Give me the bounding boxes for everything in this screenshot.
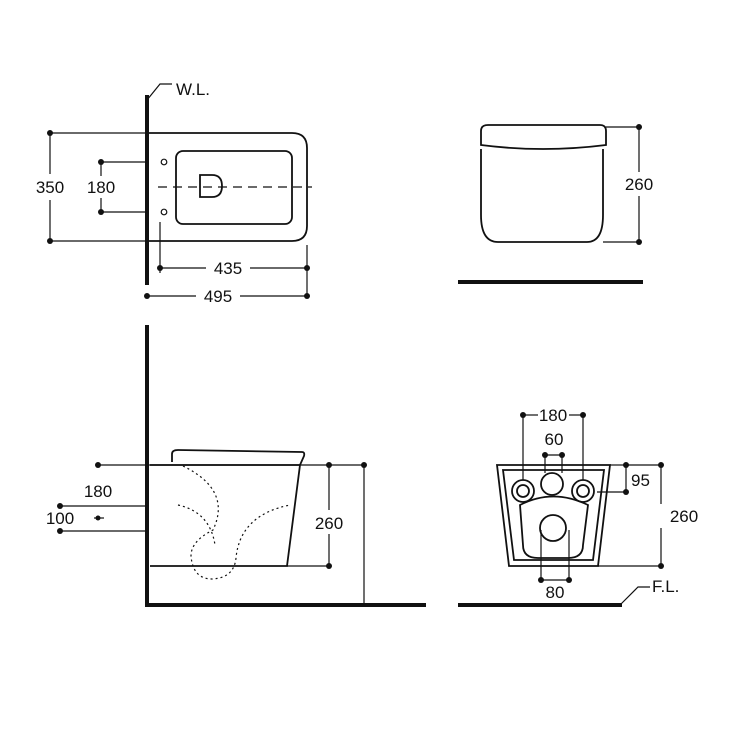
- dim-side-height-dot-top: [326, 462, 332, 468]
- rear-fixing-right-inner: [576, 484, 590, 498]
- wall-line-label: W.L.: [176, 80, 210, 99]
- dim-rear-inlet-spacing: 60: [545, 430, 564, 449]
- floor-line-label: F.L.: [652, 577, 679, 596]
- dim-180-dot-bottom: [98, 209, 104, 215]
- dim-rear-outlet-dot-right: [566, 577, 572, 583]
- dim-495-dot-right: [304, 293, 310, 299]
- seat-lid-side: [171, 449, 306, 466]
- toilet-outline-top: [147, 132, 308, 242]
- dim-350-dot-bottom: [47, 238, 53, 244]
- trapway-hidden-line-outer: [182, 465, 291, 580]
- seat-lid-front: [480, 124, 607, 150]
- dim-rear-outlet-spacing: 80: [546, 583, 565, 602]
- rear-outline-inner: [501, 469, 606, 561]
- dim-rear-fixing-dot-left: [520, 412, 526, 418]
- dim-435-dot-left: [157, 265, 163, 271]
- dim-overall-width: 350: [36, 178, 64, 197]
- side-view: 180 100 260: [46, 325, 426, 607]
- dim-495-dot-left: [144, 293, 150, 299]
- rear-inlet-outer: [540, 472, 564, 496]
- dim-front-height: 260: [625, 175, 653, 194]
- dim-side-total-dot: [361, 462, 367, 468]
- bowl-body-front: [480, 149, 604, 243]
- dim-bowl-length: 435: [214, 259, 242, 278]
- rear-fixing-right-outer: [571, 479, 595, 503]
- front-view: 260: [458, 124, 653, 284]
- dim-fixing-spacing: 180: [87, 178, 115, 197]
- dim-inlet-height: 180: [84, 482, 112, 501]
- top-view: W.L. 350 180 435 49: [36, 80, 312, 306]
- dim-rear-inlet-dot-left: [542, 452, 548, 458]
- dim-rear-fixing-spacing: 180: [539, 406, 567, 425]
- dim-rear-height-dot-bottom: [658, 563, 664, 569]
- rear-outlet-recess: [519, 495, 589, 559]
- drain-outlet: [199, 174, 223, 198]
- dim-bolt-height: 100: [46, 509, 74, 528]
- dim-rear-outlet-dot-left: [538, 577, 544, 583]
- fixing-hole-lower: [160, 208, 168, 216]
- dim-overall-length: 495: [204, 287, 232, 306]
- trapway-hidden-line-inner: [177, 504, 216, 546]
- rear-fixing-left-inner: [516, 484, 530, 498]
- dim-side-height: 260: [315, 514, 343, 533]
- dim-435-dot-right: [304, 265, 310, 271]
- dim-rear-fixing-height: 95: [631, 471, 650, 490]
- rear-outlet-pipe: [539, 514, 567, 542]
- dim-rear-95-dot-bottom: [623, 489, 629, 495]
- dim-height-dot-top: [636, 124, 642, 130]
- floor-line-leader: [619, 586, 650, 606]
- dim-inlet-height-dot: [57, 503, 63, 509]
- fixing-hole-upper: [160, 158, 168, 166]
- dim-rear-inlet-dot-right: [559, 452, 565, 458]
- dim-rear-height: 260: [670, 507, 698, 526]
- dim-inlet-height-dot-top: [95, 462, 101, 468]
- dim-bolt-marker-dot: [95, 515, 101, 521]
- dim-rear-height-dot-top: [658, 462, 664, 468]
- bowl-body-side: [150, 464, 302, 567]
- dim-height-dot-bottom: [636, 239, 642, 245]
- rear-view: 180 60 95 260 80 F.L.: [458, 406, 698, 607]
- dim-350-dot-top: [47, 130, 53, 136]
- wall-line-leader: [146, 83, 172, 101]
- rear-fixing-left-outer: [511, 479, 535, 503]
- dim-side-height-dot-bottom: [326, 563, 332, 569]
- dim-rear-fixing-dot-right: [580, 412, 586, 418]
- dim-bolt-height-dot: [57, 528, 63, 534]
- dim-180-dot-top: [98, 159, 104, 165]
